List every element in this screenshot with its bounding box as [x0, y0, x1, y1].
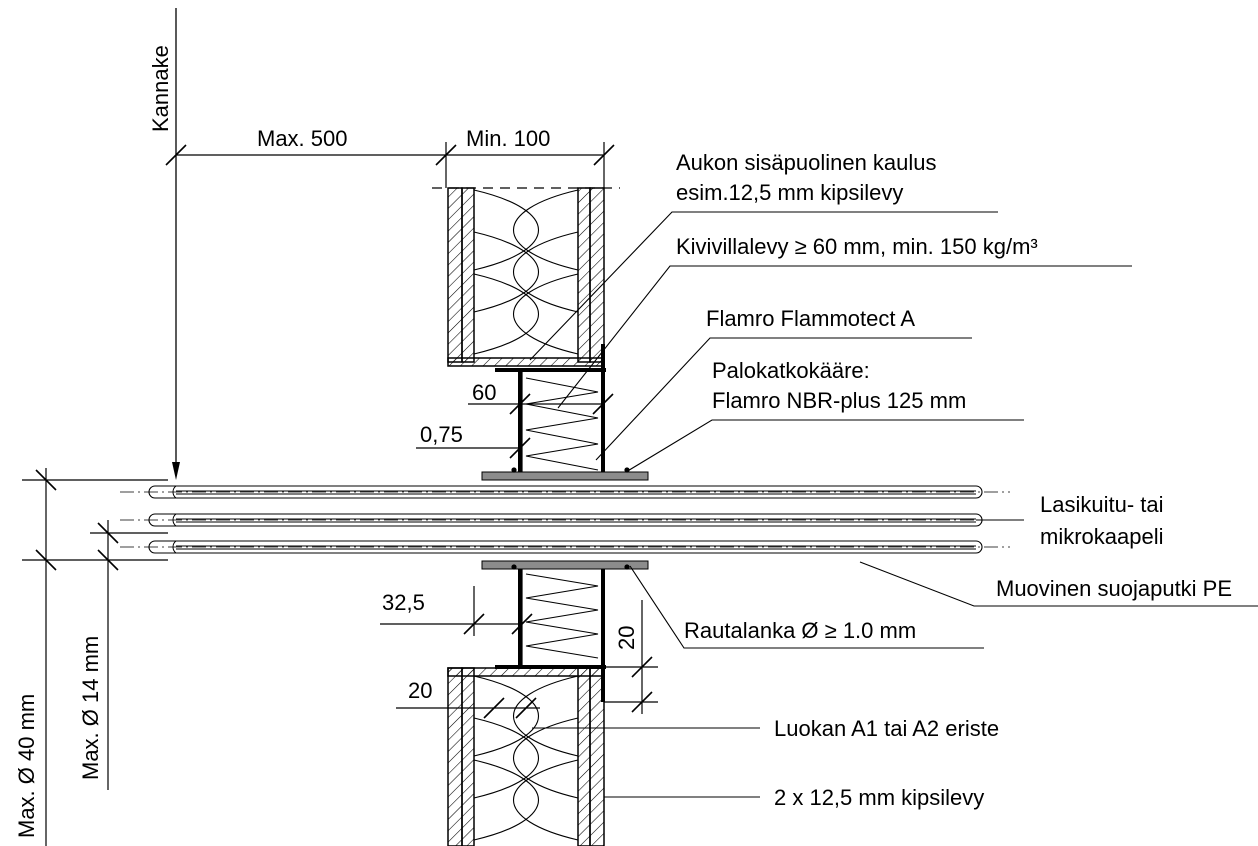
fire-wrap	[481, 467, 649, 570]
callout-labels: Aukon sisäpuolinen kaulus esim.12,5 mm k…	[676, 150, 1232, 810]
dim-min-100: Min. 100	[466, 126, 550, 151]
dim-max-d14: Max. Ø 14 mm	[78, 636, 103, 780]
dim-0-75: 0,75	[420, 422, 463, 447]
label-wrap-line1: Palokatkokääre:	[712, 358, 870, 383]
callout-leaders	[529, 211, 1258, 798]
bracket-label: Kannake	[148, 45, 173, 132]
dim-20-vertical: 20	[614, 626, 639, 650]
dim-max-500: Max. 500	[257, 126, 348, 151]
stone-wool-lower	[495, 565, 606, 702]
dim-max-d40: Max. Ø 40 mm	[14, 694, 39, 838]
bracket-arrow: Kannake	[148, 8, 180, 480]
label-gypsum: 2 x 12,5 mm kipsilevy	[774, 785, 984, 810]
left-dimensions: Max. Ø 40 mm Max. Ø 14 mm	[14, 468, 168, 846]
stone-wool-upper	[495, 344, 606, 476]
inner-dimensions: 60 0,75 32,5 20 20	[380, 380, 658, 719]
label-collar-line1: Aukon sisäpuolinen kaulus	[676, 150, 937, 175]
top-dimensions: Max. 500 Min. 100	[165, 126, 615, 188]
cable-pipe-1	[148, 485, 983, 499]
label-wrap-line2: Flamro NBR-plus 125 mm	[712, 388, 966, 413]
cable-pipe-3	[148, 540, 983, 554]
label-cable-line2: mikrokaapeli	[1040, 524, 1164, 549]
label-cable-line1: Lasikuitu- tai	[1040, 492, 1164, 517]
label-wire: Rautalanka Ø ≥ 1.0 mm	[684, 618, 916, 643]
dim-32-5: 32,5	[382, 590, 425, 615]
upper-wall	[432, 187, 620, 367]
dim-20-left: 20	[408, 678, 432, 703]
label-insulation: Luokan A1 tai A2 eriste	[774, 716, 999, 741]
label-stone-wool: Kivivillalevy ≥ 60 mm, min. 150 kg/m³	[676, 234, 1038, 259]
label-pe-pipe: Muovinen suojaputki PE	[996, 576, 1232, 601]
label-collar-line2: esim.12,5 mm kipsilevy	[676, 180, 903, 205]
lower-wall	[447, 667, 605, 846]
dim-60: 60	[472, 380, 496, 405]
label-flammotect: Flamro Flammotect A	[706, 306, 915, 331]
cable-bundle	[120, 485, 1010, 554]
cable-pipe-2	[148, 513, 983, 527]
